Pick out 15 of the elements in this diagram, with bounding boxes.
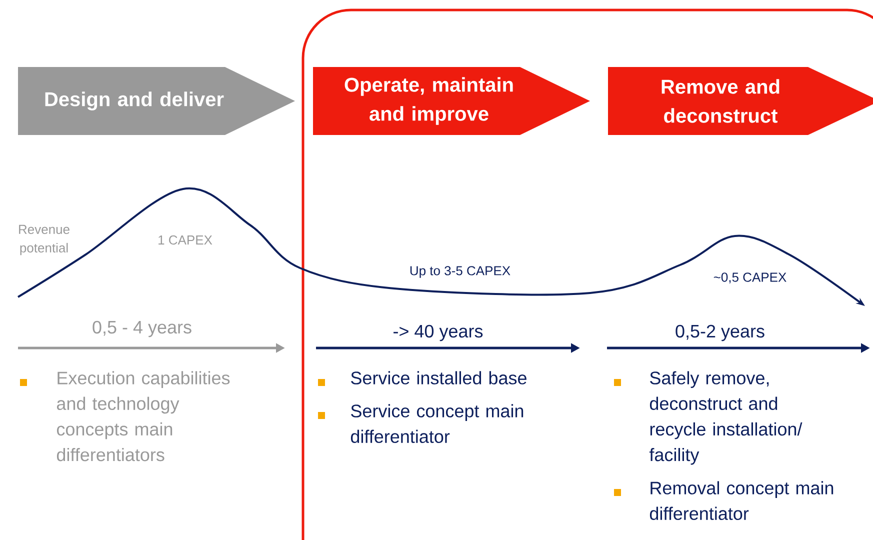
bullet-item: Service installed base xyxy=(318,371,526,386)
phase-banner: Design and deliver xyxy=(18,67,295,135)
phase-banner: Remove and deconstruct xyxy=(608,67,873,135)
curve-label: Up to 3-5 CAPEX xyxy=(410,266,510,278)
bullet-item: Service concept main differentiator xyxy=(318,404,524,443)
curve-label: Revenue potential xyxy=(19,224,70,256)
curve-label: ~0,5 CAPEX xyxy=(714,272,786,284)
bullet-item: Execution capabilities and technology concepts main differentiators xyxy=(20,371,230,462)
duration-label: -> 40 years xyxy=(394,324,483,342)
duration-label: 0,5 - 4 years xyxy=(92,320,192,338)
phase-banner: Operate, maintain and improve xyxy=(313,67,590,135)
curve-label: 1 CAPEX xyxy=(158,235,212,245)
bullet-item: Safely remove, deconstruct and recycle installation/ facility xyxy=(614,371,802,465)
bullet-item: Removal concept main differentiator xyxy=(614,481,834,520)
duration-label: 0,5-2 years xyxy=(676,324,764,342)
